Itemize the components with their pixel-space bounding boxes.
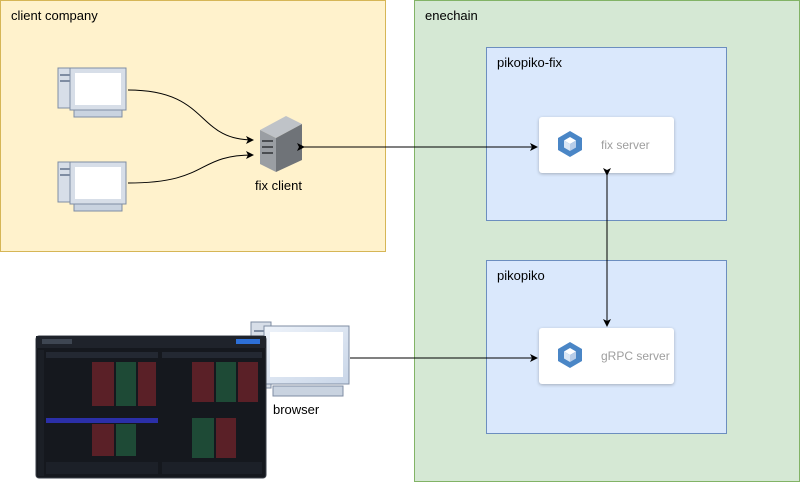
- browser-label: browser: [273, 402, 320, 417]
- client-company-label: client company: [11, 8, 98, 23]
- fix-server-card: fix server: [539, 117, 674, 173]
- connector-pc1-to-fix-client: [127, 89, 254, 144]
- fix-server-label: fix server: [601, 138, 650, 152]
- enechain-label: enechain: [425, 8, 478, 23]
- desktop-computer-icon: [57, 67, 127, 118]
- grpc-server-label: gRPC server: [601, 349, 670, 363]
- desktop-computer-icon: [57, 161, 127, 212]
- cube-service-icon: [558, 131, 582, 157]
- cube-service-icon: [558, 342, 582, 368]
- fix-client-label: fix client: [255, 178, 302, 193]
- client-company-region: client company: [0, 0, 386, 252]
- server-tower-icon: [260, 116, 302, 172]
- trading-screen-thumbnail: [35, 335, 267, 479]
- pikopiko-fix-label: pikopiko-fix: [497, 55, 563, 70]
- pikopiko-label: pikopiko: [497, 268, 545, 283]
- grpc-server-card: gRPC server: [539, 328, 674, 384]
- connector-pc2-to-fix-client: [127, 151, 254, 184]
